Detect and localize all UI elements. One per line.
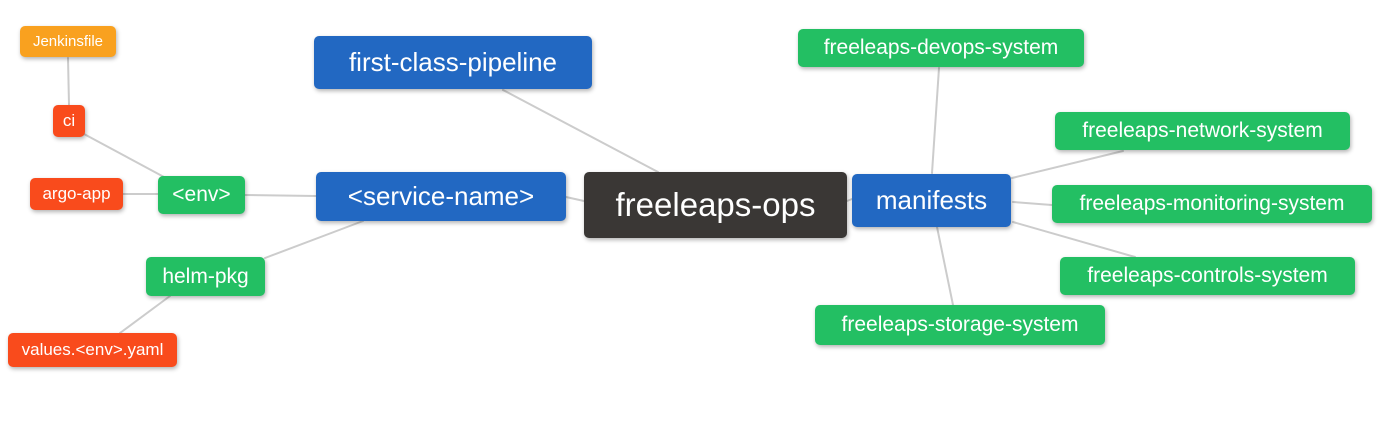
node-freeleaps-controls-system[interactable]: freeleaps-controls-system (1060, 257, 1355, 295)
edge-manifests-network-system (1011, 150, 1124, 179)
node-manifests[interactable]: manifests (852, 174, 1011, 227)
edge-manifests-controls-system (1012, 221, 1136, 258)
node-freeleaps-ops[interactable]: freeleaps-ops (584, 172, 847, 238)
node-first-class-pipeline[interactable]: first-class-pipeline (314, 36, 592, 89)
node-freeleaps-monitoring-system[interactable]: freeleaps-monitoring-system (1052, 185, 1372, 223)
node-values-env-yaml[interactable]: values.<env>.yaml (8, 333, 177, 367)
edge-manifests-storage-system (936, 226, 954, 306)
node-freeleaps-network-system[interactable]: freeleaps-network-system (1055, 112, 1350, 150)
node-argo-app[interactable]: argo-app (30, 178, 123, 210)
edge-manifests-devops-system (931, 67, 940, 174)
edge-manifests-monitoring-system (1012, 201, 1053, 206)
edge-freeleaps-ops-manifests (846, 198, 853, 202)
node-env[interactable]: <env> (158, 176, 245, 214)
edge-jenkinsfile-ci (67, 57, 70, 106)
edge-service-name-helm-pkg (264, 220, 364, 259)
node-freeleaps-devops-system[interactable]: freeleaps-devops-system (798, 29, 1084, 67)
node-service-name[interactable]: <service-name> (316, 172, 566, 221)
edge-first-class-pipeline-freeleaps-ops (502, 89, 659, 173)
edge-service-name-freeleaps-ops (565, 196, 585, 202)
edge-helm-pkg-values-env-yaml (119, 295, 171, 334)
node-ci[interactable]: ci (53, 105, 85, 137)
node-freeleaps-storage-system[interactable]: freeleaps-storage-system (815, 305, 1105, 345)
node-helm-pkg[interactable]: helm-pkg (146, 257, 265, 296)
node-jenkinsfile[interactable]: Jenkinsfile (20, 26, 116, 57)
edge-ci-env (83, 133, 165, 178)
edge-env-service-name (244, 194, 317, 197)
